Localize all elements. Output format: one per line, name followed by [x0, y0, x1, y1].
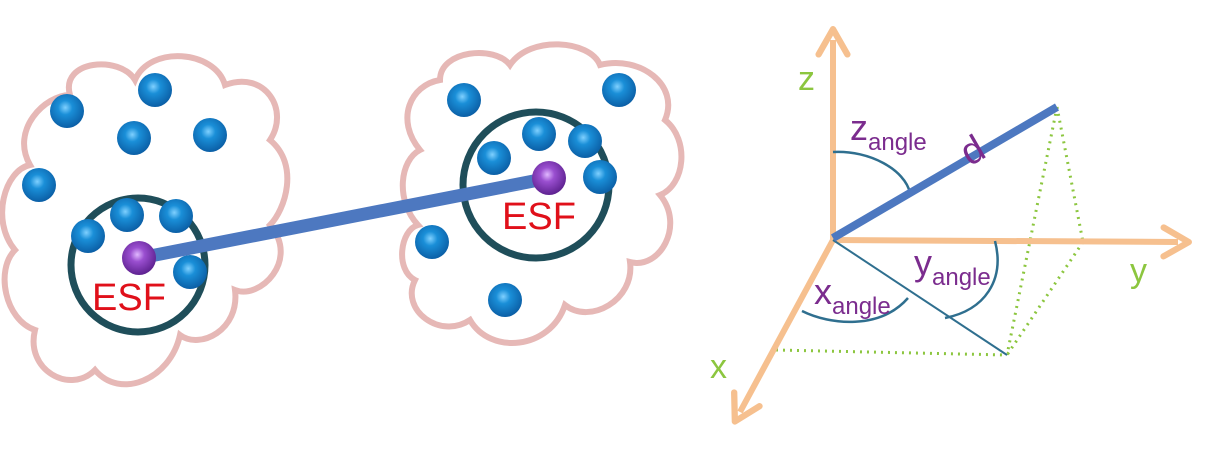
- x-axis: [731, 238, 836, 425]
- particle: [22, 168, 56, 202]
- projection-line: [832, 239, 1008, 356]
- y-angle-sub: angle: [932, 264, 991, 291]
- particle: [477, 141, 511, 175]
- left-cluster: [0, 53, 291, 388]
- particle: [193, 118, 227, 152]
- right-particles: [415, 73, 636, 317]
- x-axis-label: x: [710, 348, 727, 386]
- left-esf-label: ESF: [92, 277, 166, 319]
- right-esf-label: ESF: [502, 196, 576, 238]
- x-angle-main: x: [814, 271, 832, 312]
- z-axis-label: z: [798, 60, 815, 98]
- z-angle-sub: angle: [868, 129, 927, 156]
- guide-x-to-proj: [775, 348, 1008, 357]
- particle: [110, 198, 144, 232]
- particle: [138, 73, 172, 107]
- particle: [522, 117, 556, 151]
- z-angle-arc: [832, 150, 912, 194]
- particle: [71, 219, 105, 253]
- esf-connector-line: [138, 171, 551, 265]
- distance-vector: [830, 103, 1060, 242]
- y-angle-main: y: [914, 242, 932, 283]
- guide-vertical: [1005, 106, 1059, 356]
- guide-to-y: [1055, 106, 1085, 243]
- axes-diagram: z y x zangle yangle xangle d: [710, 26, 1192, 425]
- x-angle-label: xangle: [814, 271, 891, 320]
- y-axis-label: y: [1130, 252, 1147, 290]
- y-angle-label: yangle: [914, 242, 991, 291]
- y-angle-arc: [944, 240, 999, 320]
- particle: [488, 283, 522, 317]
- y-axis: [832, 224, 1192, 260]
- particle: [173, 255, 207, 289]
- x-angle-sub: angle: [832, 293, 891, 320]
- left-particles: [22, 73, 227, 289]
- left-cloud-outline: [0, 53, 291, 388]
- particle: [117, 121, 151, 155]
- particle: [415, 225, 449, 259]
- guide-y-to-proj: [1005, 241, 1085, 356]
- particle: [447, 83, 481, 117]
- right-cloud-outline: [399, 41, 685, 346]
- particle: [50, 94, 84, 128]
- right-esf-center: [532, 161, 566, 195]
- x-angle-arc: [801, 297, 909, 324]
- particle: [583, 160, 617, 194]
- z-angle-main: z: [850, 107, 868, 148]
- left-esf-center: [122, 241, 156, 275]
- right-cluster: [399, 41, 685, 346]
- particle: [159, 199, 193, 233]
- z-angle-label: zangle: [850, 107, 927, 156]
- particle: [602, 73, 636, 107]
- particle: [568, 124, 602, 158]
